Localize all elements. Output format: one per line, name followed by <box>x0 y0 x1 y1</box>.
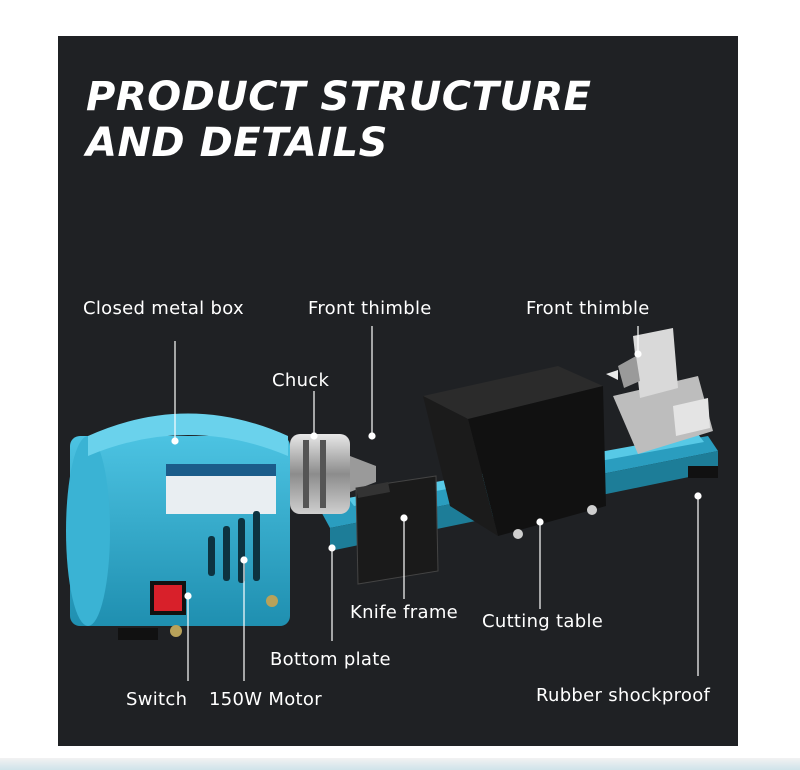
label-chuck: Chuck <box>272 370 330 391</box>
screw-icon <box>266 595 278 607</box>
label-motor: 150W Motor <box>209 689 322 710</box>
title-line-2: AND DETAILS <box>86 120 388 166</box>
rubber-foot <box>118 628 158 640</box>
tailstock-front-thimble <box>606 328 713 454</box>
power-switch <box>150 581 186 615</box>
bottom-strip <box>0 758 800 770</box>
label-knife-frame: Knife frame <box>350 602 459 623</box>
page-title: PRODUCT STRUCTURE AND DETAILS <box>86 74 592 166</box>
label-bottom-plate: Bottom plate <box>270 649 391 670</box>
label-rubber-shockproof: Rubber shockproof <box>536 685 711 706</box>
label-cutting-table: Cutting table <box>482 611 604 632</box>
title-line-1: PRODUCT STRUCTURE <box>86 74 592 120</box>
label-closed-metal-box: Closed metal box <box>83 298 244 319</box>
label-switch: Switch <box>126 689 188 710</box>
cutting-table <box>423 366 606 539</box>
closed-metal-box <box>66 413 290 626</box>
lathe-machine-illustration <box>66 326 718 681</box>
knife-frame <box>355 475 439 585</box>
chuck <box>290 434 376 514</box>
motor-vents <box>208 511 260 583</box>
leader-lines <box>171 326 702 681</box>
screw-icon <box>170 625 182 637</box>
label-front-thimble-left: Front thimble <box>308 298 432 319</box>
label-front-thimble-right: Front thimble <box>526 298 650 319</box>
rubber-foot <box>688 466 718 478</box>
